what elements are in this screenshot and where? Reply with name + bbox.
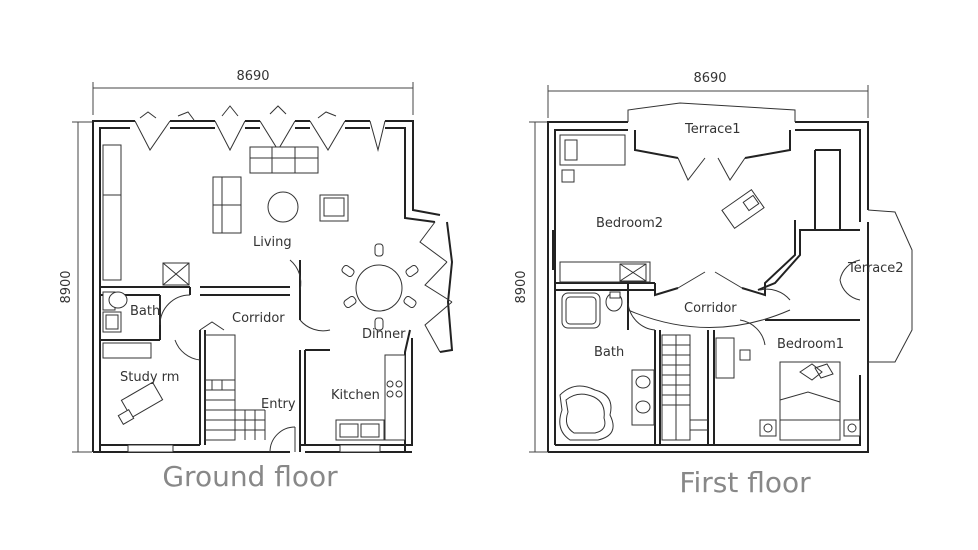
ground-outer-walls xyxy=(92,120,454,453)
bathtub xyxy=(559,385,614,441)
room-label-bath: Bath xyxy=(594,345,624,360)
ground-height-label: 8900 xyxy=(59,270,74,303)
room-label-bedroom2: Bedroom2 xyxy=(596,216,663,231)
room-label-bedroom1: Bedroom1 xyxy=(777,337,844,352)
first-width-dimension: 8690 xyxy=(547,71,869,118)
first-furniture xyxy=(559,134,861,441)
room-label-entry: Entry xyxy=(261,397,296,412)
room-label-bath: Bath xyxy=(130,304,160,319)
ground-stairs xyxy=(204,334,266,441)
ground-width-dimension: 8690 xyxy=(92,69,414,115)
room-label-living: Living xyxy=(253,235,292,250)
bedroom1-desk xyxy=(715,337,735,379)
first-doors xyxy=(627,157,861,346)
study-shelf xyxy=(102,342,152,359)
room-label-kitchen: Kitchen xyxy=(331,388,380,403)
room-label-study: Study rm xyxy=(120,370,179,385)
study-desk xyxy=(120,381,164,419)
room-label-corridor: Corridor xyxy=(684,301,737,316)
room-label-terrace1: Terrace1 xyxy=(684,122,741,137)
kitchen-counter xyxy=(384,354,406,441)
first-outer-walls xyxy=(547,102,913,453)
ground-floor-title: Ground floor xyxy=(162,460,338,493)
first-floor-plan: 8690 8900 xyxy=(514,71,913,499)
room-label-corridor: Corridor xyxy=(232,311,285,326)
first-corridor-edge xyxy=(627,309,791,328)
bedroom2-desk xyxy=(721,188,765,230)
first-width-label: 8690 xyxy=(693,71,726,86)
first-stairs xyxy=(661,334,708,441)
ground-floor-plan: 8690 8900 xyxy=(59,69,454,493)
room-label-dinner: Dinner xyxy=(362,327,406,342)
first-floor-title: First floor xyxy=(679,466,811,499)
ground-height-dimension: 8900 xyxy=(59,121,92,453)
room-label-terrace2: Terrace2 xyxy=(847,261,904,276)
toilet xyxy=(108,291,128,309)
dining-table xyxy=(355,264,403,312)
coffee-table xyxy=(267,191,299,223)
ground-doors xyxy=(159,259,331,453)
ground-width-label: 8690 xyxy=(236,69,269,84)
first-height-label: 8900 xyxy=(514,270,529,303)
ground-furniture xyxy=(102,144,419,453)
sofa xyxy=(249,146,319,174)
first-height-dimension: 8900 xyxy=(514,121,549,453)
first-interior-walls xyxy=(552,149,860,445)
